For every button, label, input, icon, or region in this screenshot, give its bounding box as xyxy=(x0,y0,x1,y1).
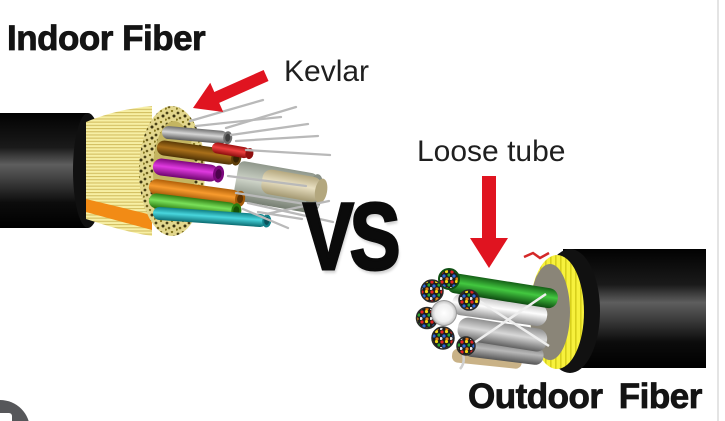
indoor-fiber-title: Indoor Fiber xyxy=(7,19,206,58)
buffer-tube-magenta xyxy=(152,158,225,183)
loose-tube-label: Loose tube xyxy=(417,135,566,168)
jacket-print-mark xyxy=(523,251,550,260)
kevlar-label: Kevlar xyxy=(284,55,370,88)
loose-tube-silver-mid xyxy=(457,317,548,352)
loose-tube-arrow xyxy=(470,176,508,268)
outdoor-fiber-title: Outdoor Fiber xyxy=(468,377,703,416)
indoor-cable-graphic xyxy=(0,98,335,236)
camera-glyph xyxy=(0,413,12,421)
bare-fibers xyxy=(188,98,335,230)
fiber-bundle-ends xyxy=(415,268,480,356)
buffer-tube-gray xyxy=(161,126,233,145)
right-edge-divider xyxy=(717,0,719,421)
orange-ripcord xyxy=(86,199,152,230)
outdoor-cable-graphic xyxy=(415,249,706,373)
loose-tube-green xyxy=(446,273,558,309)
vs-label: VS xyxy=(302,184,402,290)
strength-member-rod xyxy=(431,300,457,326)
kevlar-arrow xyxy=(193,69,269,113)
central-cream-rod xyxy=(261,169,328,204)
